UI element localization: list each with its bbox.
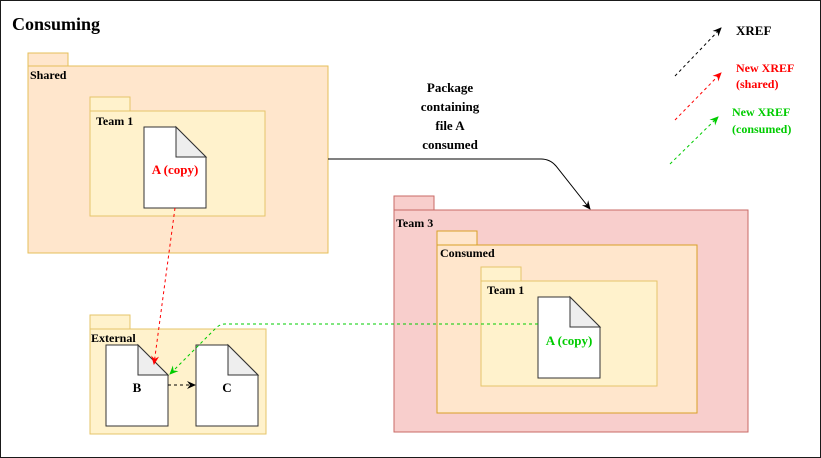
edge-label-line: containing	[421, 99, 480, 114]
package-tab	[393, 195, 435, 211]
file-label: A (copy)	[546, 333, 593, 348]
legend-item-new-xref-consumed: New XREF (consumed)	[669, 105, 791, 165]
edge-label: Package containing file A consumed	[421, 80, 480, 152]
legend: XREF New XREF (shared) New XREF (consume…	[669, 23, 794, 165]
package-label: Team 1	[487, 283, 524, 297]
legend-label: XREF	[736, 23, 771, 38]
package-label: Shared	[30, 68, 67, 82]
package-tab	[89, 96, 131, 112]
file-label: C	[222, 380, 231, 395]
legend-label: New XREF	[736, 61, 794, 75]
file-fold-icon	[175, 125, 208, 158]
legend-label: New XREF	[732, 105, 790, 119]
legend-label: (consumed)	[732, 122, 791, 136]
package-label: Team 3	[396, 216, 433, 230]
legend-item-new-xref-shared: New XREF (shared)	[674, 61, 794, 121]
package-tab	[480, 266, 522, 282]
legend-label: (shared)	[736, 77, 778, 91]
diagram-title: Consuming	[12, 14, 100, 34]
edge-label-line: consumed	[422, 137, 478, 152]
file-a-consumed[interactable]: A (copy)	[537, 295, 602, 379]
legend-arrow-icon	[674, 27, 722, 77]
file-label: A (copy)	[152, 162, 199, 177]
package-tab	[27, 52, 69, 67]
package-label: Consumed	[440, 246, 495, 260]
edge-label-line: file A	[435, 118, 465, 133]
file-fold-icon	[569, 295, 602, 328]
legend-item-xref: XREF	[674, 23, 771, 77]
file-c[interactable]: C	[195, 343, 260, 427]
xref-shared-a-to-b[interactable]	[151, 207, 176, 365]
file-label: B	[133, 380, 142, 395]
edge-package-consumed[interactable]	[328, 158, 591, 210]
package-label: Team 1	[96, 114, 133, 128]
package-tab	[436, 230, 478, 246]
legend-arrow-icon	[674, 72, 722, 121]
file-fold-icon	[227, 343, 260, 376]
legend-arrow-icon	[669, 116, 719, 165]
xref-consumed-a-to-b[interactable]	[169, 323, 538, 375]
edge-label-line: Package	[427, 80, 473, 95]
package-tab	[89, 314, 131, 330]
file-a-shared[interactable]: A (copy)	[143, 125, 208, 209]
package-label: External	[91, 331, 136, 345]
